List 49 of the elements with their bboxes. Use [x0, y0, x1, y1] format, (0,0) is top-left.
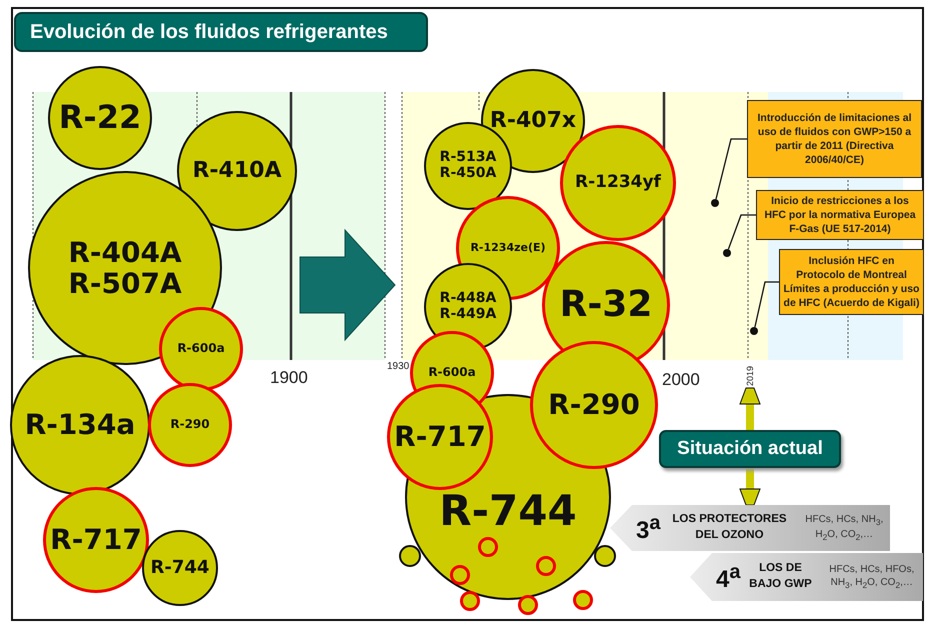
- year-label: 1900: [270, 368, 308, 388]
- refrigerant-label: R-448A R-449A: [438, 291, 498, 323]
- small-bubble: [450, 565, 470, 585]
- leader-line: [715, 138, 747, 200]
- refrigerant-label: R-404A R-507A: [67, 236, 183, 300]
- refrigerant-label: R-407x: [490, 108, 576, 134]
- generation-banner: [610, 505, 890, 551]
- small-bubble: [594, 545, 616, 567]
- page-title: Evolución de los fluidos refrigerantes: [14, 12, 428, 52]
- refrigerant-label: R-22: [58, 100, 142, 136]
- refrigerant-label: R-513A R-450A: [438, 150, 498, 182]
- refrigerant-label: R-1234yf: [575, 173, 661, 193]
- refrigerant-label: R-290: [170, 418, 210, 432]
- year-label: 1930: [387, 361, 410, 372]
- ordinal-number: 4$^{a}$: [716, 560, 740, 594]
- note-text: Inicio de restricciones a los HFC por la normativa Europea F-Gas (UE 517-2014): [763, 194, 917, 236]
- year-label: 2000: [662, 370, 700, 390]
- generation-banner: [690, 553, 923, 601]
- refrigerant-label: R-600a: [177, 342, 225, 356]
- note-box: [747, 100, 922, 178]
- refrigerant-label: R-717: [50, 524, 142, 556]
- formula-list: HFCs, HCs, HFOs, NH$_{3}$, H$_{2}$O, CO$_{2}$,…: [820, 562, 923, 592]
- refrigerant-label: R-290: [548, 389, 640, 421]
- status-box: [659, 430, 841, 468]
- refrigerant-label: R-600a: [428, 366, 476, 380]
- status-label: Situación actual: [677, 438, 823, 460]
- formula-list: HFCs, HCs, NH$_{3}$, H$_{2}$O, CO$_{2}$,…: [798, 512, 890, 544]
- small-bubble: [399, 545, 421, 567]
- leader-line: [754, 281, 779, 328]
- note-text: Inclusión HFC en Protocolo de Montreal Límites a producción y uso de HFC (Acuerdo de Kigali): [783, 254, 920, 310]
- group-title: LOS DE BAJO GWP: [748, 561, 812, 592]
- small-bubble: [573, 590, 593, 610]
- ordinal-number: 3$^{a}$: [636, 512, 660, 544]
- refrigerant-label: R-134a: [24, 409, 136, 441]
- note-text: Introducción de limitaciones al uso de fluidos con GWP>150 a partir de 2011 (Directiva 2006/40/CE): [756, 110, 913, 168]
- refrigerant-label: R-410A: [192, 158, 282, 184]
- refrigerant-label: R-1234ze(E): [470, 242, 546, 254]
- refrigerant-label: R-717: [394, 421, 486, 453]
- group-title: LOS PROTECTORES DEL OZONO: [671, 512, 788, 543]
- small-bubble: [478, 537, 498, 557]
- small-bubble: [460, 591, 480, 611]
- year-label: 2019: [745, 366, 755, 386]
- refrigerant-label: R-744: [150, 558, 210, 578]
- refrigerant-label: R-744: [439, 487, 577, 535]
- note-box: [756, 190, 924, 240]
- small-bubble: [518, 595, 538, 615]
- refrigerant-label: R-32: [560, 284, 652, 326]
- leader-line: [728, 214, 756, 250]
- small-bubble: [536, 556, 556, 576]
